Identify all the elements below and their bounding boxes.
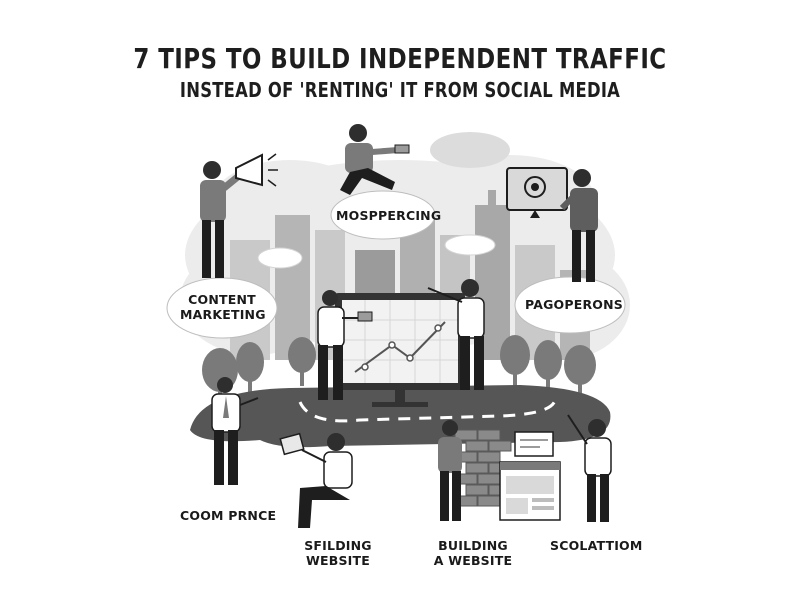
label-scolattiom: SCOLATTIOM	[550, 538, 643, 553]
monitor-chart	[335, 293, 465, 407]
person-kneeling	[279, 432, 353, 528]
road	[190, 385, 611, 448]
person-businessman	[211, 377, 259, 485]
small-clouds	[257, 234, 496, 269]
person-signboard	[506, 167, 598, 282]
label-coom-prnce: COOM PRNCE	[180, 508, 277, 523]
label-pagoperons: PAGOPERONS	[525, 297, 623, 312]
page-title: 7 TIPS TO BUILD INDEPENDENT TRAFFIC	[133, 42, 667, 75]
speech-bubbles	[166, 190, 626, 339]
person-megaphone	[200, 153, 278, 278]
label-content-marketing-line2: MARKETING	[180, 307, 266, 322]
person-woman-right	[567, 414, 612, 522]
label-building-line1: BUILDING	[438, 538, 508, 553]
label-mosppercing: MOSPPERCING	[336, 208, 442, 223]
person-jumping	[340, 124, 410, 195]
label-content-marketing-line1: CONTENT	[188, 292, 256, 307]
page-subtitle: INSTEAD OF 'RENTING' IT FROM SOCIAL MEDI…	[179, 78, 621, 102]
brick-wall-builder	[438, 420, 561, 521]
trees	[202, 335, 596, 403]
person-presenting-left	[317, 290, 373, 400]
label-building-line2: A WEBSITE	[433, 553, 513, 568]
label-sfilding-line1: SFILDING	[304, 538, 372, 553]
label-sfilding-line2: WEBSITE	[306, 553, 370, 568]
person-presenting-right	[427, 279, 485, 390]
